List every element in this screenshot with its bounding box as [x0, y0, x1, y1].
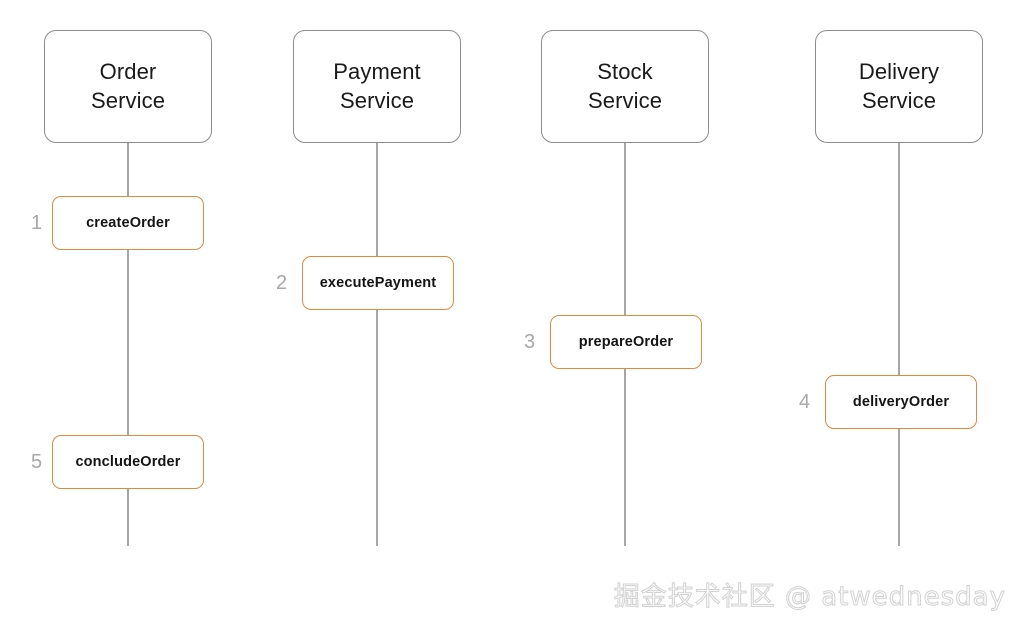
step-number-5: 5: [31, 451, 43, 473]
participant-name-line2: Service: [587, 87, 663, 113]
lifeline-order: [127, 143, 129, 546]
participant-name-line1: Order: [99, 59, 157, 85]
activation-box-createOrder[interactable]: createOrder: [52, 196, 204, 250]
step-number-2: 2: [276, 272, 288, 294]
watermark-text: 掘金技术社区 @ atwednesday: [613, 582, 1006, 613]
step-number-1: 1: [31, 212, 43, 234]
participant-name-line2: Service: [339, 87, 415, 113]
participant-name-line1: Payment: [333, 59, 421, 85]
lifeline-delivery: [898, 143, 900, 546]
step-number-4: 4: [799, 391, 811, 413]
participant-name-line1: Delivery: [858, 59, 940, 85]
activation-box-concludeOrder[interactable]: concludeOrder: [52, 435, 204, 489]
participant-name-line2: Service: [90, 87, 166, 113]
activation-box-prepareOrder[interactable]: prepareOrder: [550, 315, 702, 369]
activation-box-deliveryOrder[interactable]: deliveryOrder: [825, 375, 977, 429]
participant-name-line1: Stock: [597, 59, 653, 85]
step-number-3: 3: [524, 331, 536, 353]
activation-box-executePayment[interactable]: executePayment: [302, 256, 454, 310]
participant-name-line2: Service: [861, 87, 937, 113]
lifeline-payment: [376, 143, 378, 546]
